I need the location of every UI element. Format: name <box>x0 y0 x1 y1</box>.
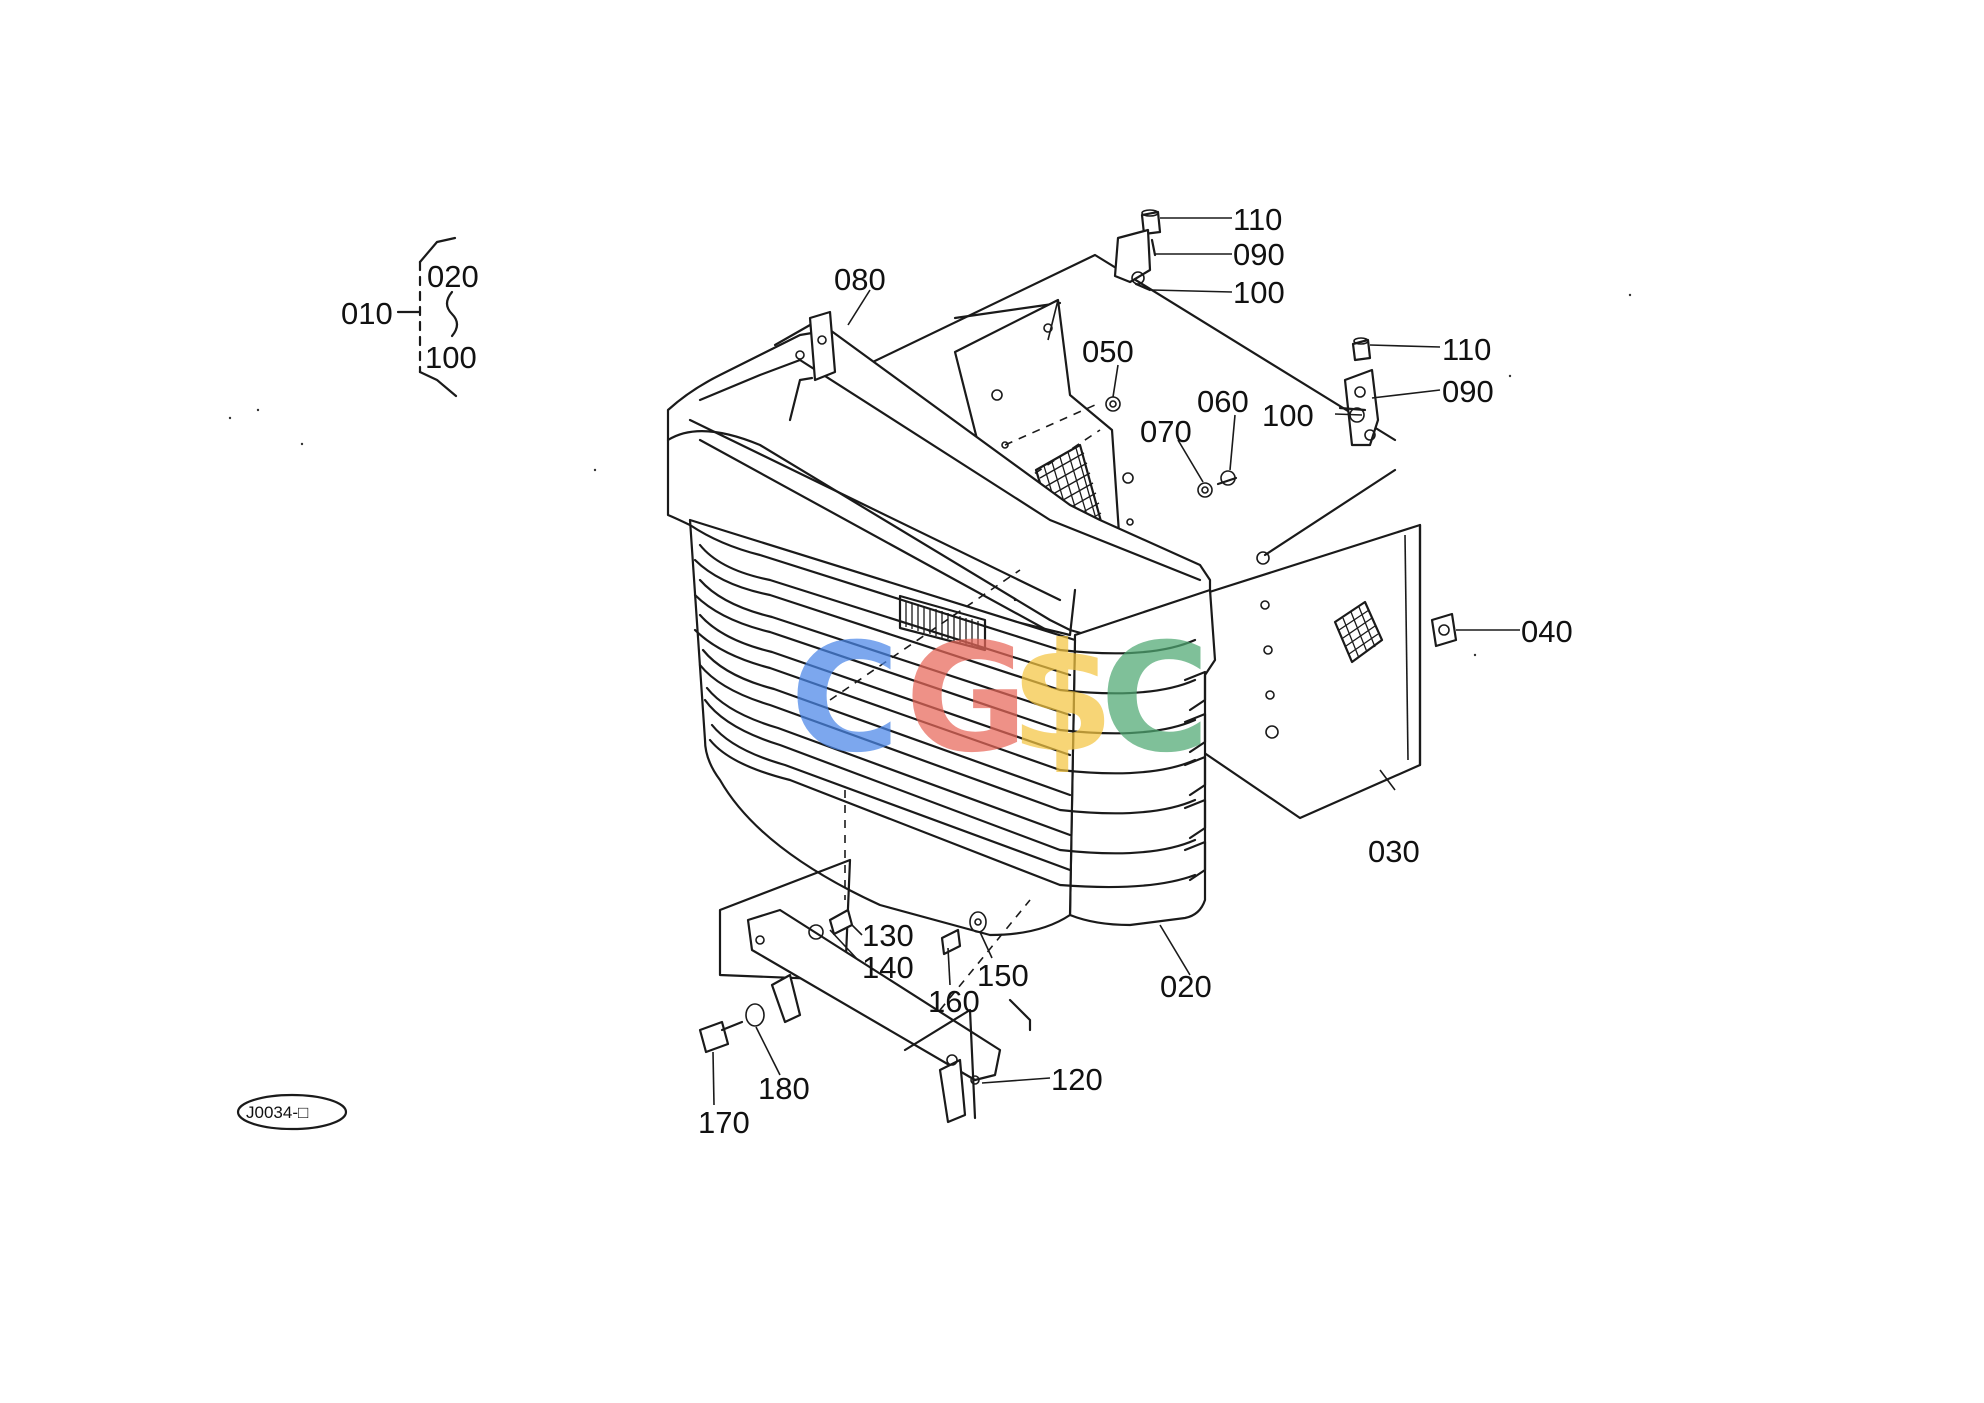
label-170: 170 <box>698 1105 750 1140</box>
label-110-top: 110 <box>1233 202 1282 237</box>
watermark-letter-3: $ <box>1010 612 1114 786</box>
label-020-range: 020 <box>427 259 479 294</box>
label-100-right: 100 <box>1262 398 1314 433</box>
grille-slat-ends <box>1183 670 1207 882</box>
range-bracket <box>396 236 459 398</box>
label-050: 050 <box>1082 334 1134 369</box>
grille-slats <box>688 523 1197 889</box>
leader-lines <box>712 217 1520 1106</box>
label-020: 020 <box>1160 969 1212 1004</box>
label-130: 130 <box>862 918 914 953</box>
watermark-letter-1: C <box>790 612 900 786</box>
scan-specks <box>228 293 1632 657</box>
watermark-letter-4: C <box>1100 612 1210 786</box>
label-090-top: 090 <box>1233 237 1285 272</box>
latch-top <box>1113 209 1162 292</box>
drawing-code: J0034-□ <box>246 1103 308 1122</box>
label-100-range: 100 <box>425 340 477 375</box>
grille-badge <box>898 594 987 652</box>
label-160: 160 <box>928 984 980 1019</box>
lower-bracket <box>718 858 1032 1124</box>
latch-right <box>1338 337 1380 447</box>
label-140: 140 <box>862 950 914 985</box>
label-080: 080 <box>834 262 886 297</box>
watermark-letter-2: G <box>905 612 1028 786</box>
label-010: 010 <box>341 296 393 331</box>
side-latch <box>1430 612 1458 648</box>
label-040: 040 <box>1521 614 1573 649</box>
label-070: 070 <box>1140 414 1192 449</box>
label-090-right: 090 <box>1442 374 1494 409</box>
part-labels: 110 090 100 110 090 100 080 050 060 070 … <box>698 202 1573 1140</box>
label-150: 150 <box>977 958 1029 993</box>
side-panel <box>1198 468 1422 820</box>
bonnet-frame-top <box>796 253 1397 442</box>
label-180: 180 <box>758 1071 810 1106</box>
hinge-bracket <box>773 310 837 422</box>
label-110-right: 110 <box>1442 332 1491 367</box>
label-120: 120 <box>1051 1062 1103 1097</box>
label-030: 030 <box>1368 834 1420 869</box>
lower-fasteners <box>698 908 987 1054</box>
label-060: 060 <box>1197 384 1249 419</box>
watermark: C G $ C <box>790 612 1210 786</box>
drawing-code-badge: J0034-□ <box>236 1093 348 1131</box>
front-grille <box>666 328 1217 937</box>
label-100-top: 100 <box>1233 275 1285 310</box>
